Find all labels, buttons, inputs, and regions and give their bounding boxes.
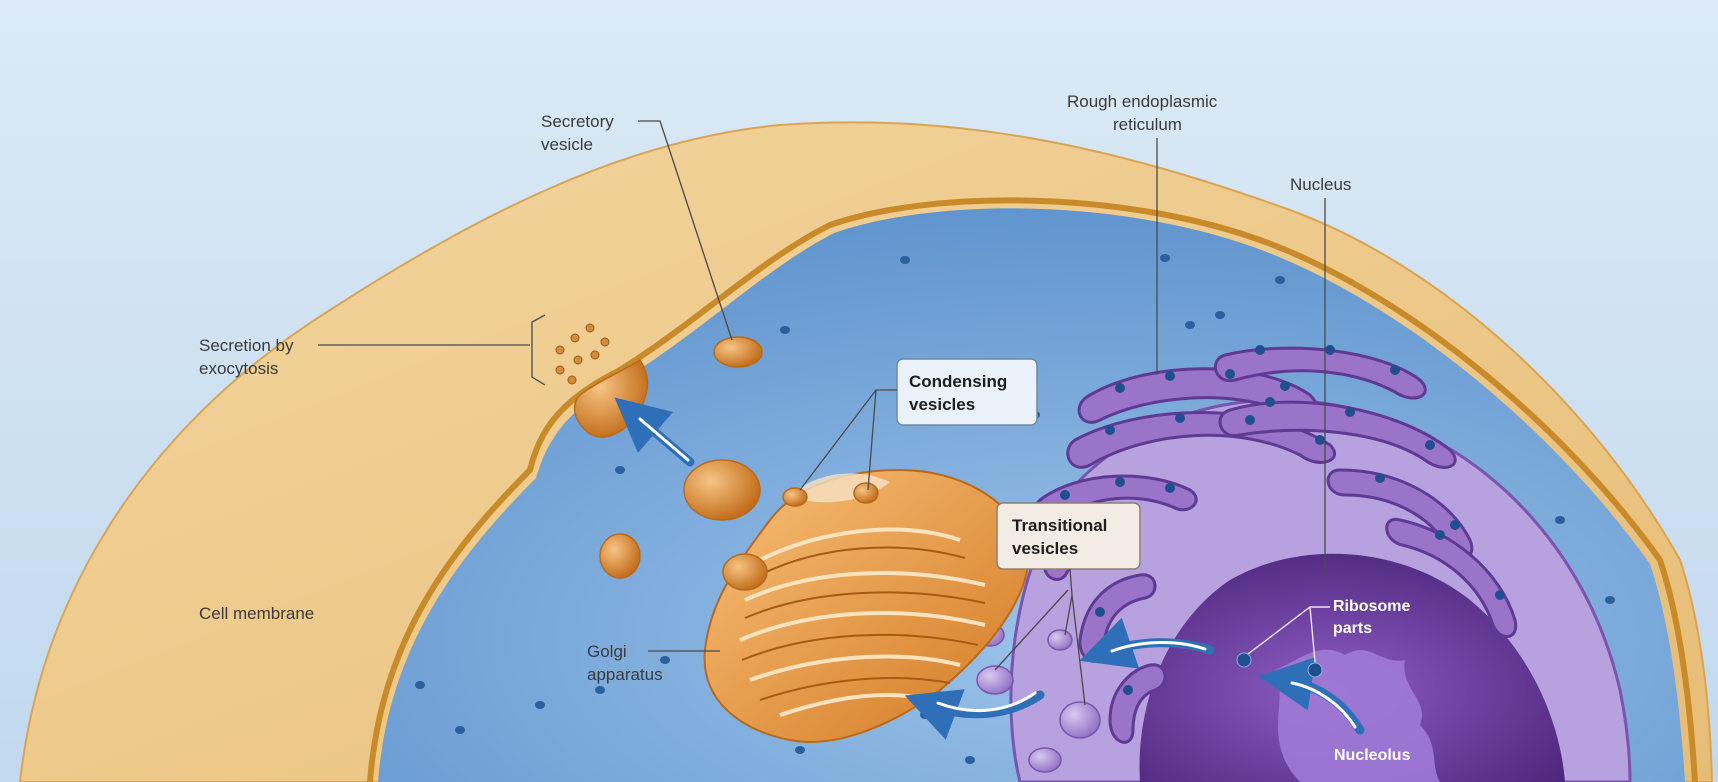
label-condensing-line2: vesicles	[909, 395, 975, 414]
label-transitional-vesicles: Transitional vesicles	[994, 502, 1141, 706]
label-cell-membrane: Cell membrane	[199, 604, 314, 623]
label-ribosome-line1: Ribosome	[1333, 598, 1410, 615]
label-secretory-vesicle-line1: Secretory	[541, 112, 614, 131]
label-transitional-line1: Transitional	[1012, 516, 1107, 535]
label-condensing-vesicles: Condensing vesicles	[799, 358, 1038, 491]
ribosome-parts-shapes	[1236, 652, 1323, 678]
label-nucleus: Nucleus	[1290, 175, 1351, 575]
label-ribosome-line2: parts	[1333, 620, 1372, 637]
label-rough-er: Rough endoplasmic reticulum	[1067, 92, 1218, 375]
label-secretion-line2: exocytosis	[199, 359, 278, 378]
label-nucleolus: Nucleolus	[1334, 747, 1411, 764]
cell-membrane	[367, 197, 1698, 782]
label-rough-er-line1: Rough endoplasmic	[1067, 92, 1218, 111]
label-transitional-line2: vesicles	[1012, 539, 1078, 558]
nucleolus	[1275, 649, 1440, 782]
secreted-particles	[555, 323, 610, 385]
label-secretion-by-exocytosis: Secretion by exocytosis	[199, 314, 546, 386]
secretory-vesicle-shapes	[599, 336, 879, 591]
transport-arrows-highlight	[638, 417, 1357, 729]
label-rough-er-line2: reticulum	[1113, 115, 1182, 134]
label-secretory-vesicle: Secretory vesicle	[541, 112, 733, 341]
golgi-apparatus-shape	[703, 468, 1030, 743]
er-ribosomes	[1055, 345, 1505, 695]
label-golgi-apparatus: Golgi apparatus	[587, 642, 720, 684]
label-golgi-line1: Golgi	[587, 642, 627, 661]
label-secretory-vesicle-line2: vesicle	[541, 135, 593, 154]
label-golgi-line2: apparatus	[587, 665, 663, 684]
label-ribosome-parts: Ribosome parts	[1247, 598, 1410, 663]
label-secretion-line1: Secretion by	[199, 336, 294, 355]
label-nucleus-text: Nucleus	[1290, 175, 1351, 194]
label-condensing-line1: Condensing	[909, 372, 1007, 391]
